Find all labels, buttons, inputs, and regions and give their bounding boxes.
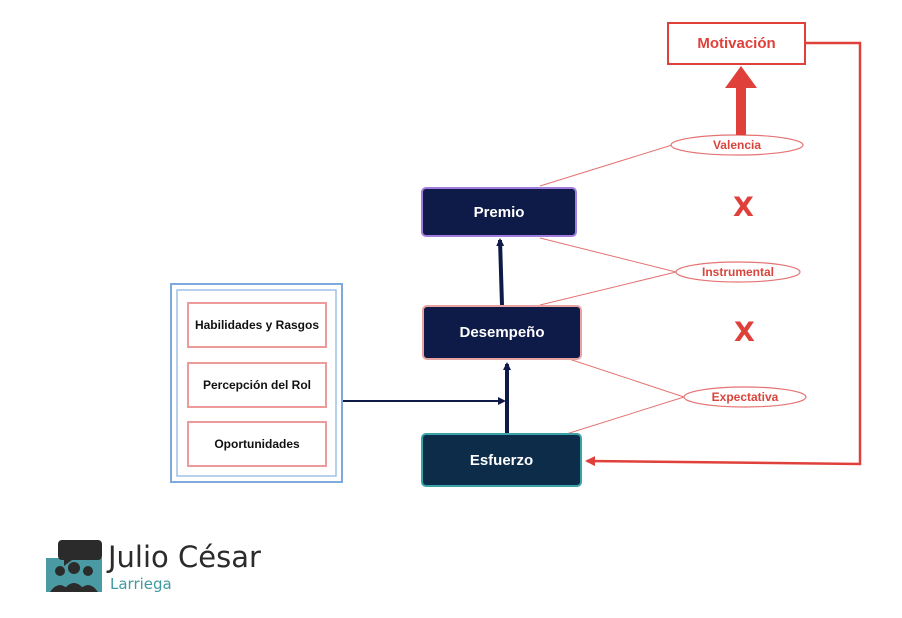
people-chat-icon bbox=[46, 540, 102, 592]
expectativa-label: Expectativa bbox=[711, 390, 779, 404]
expectativa-oval bbox=[683, 386, 807, 408]
expectativa-text: Expectativa bbox=[684, 388, 806, 406]
feedback-line bbox=[585, 41, 862, 467]
premio-label: Premio bbox=[473, 203, 525, 221]
valencia-label: Valencia bbox=[712, 138, 762, 152]
desempeno-to-premio-arrow bbox=[496, 238, 505, 306]
logo-surname: Larriega bbox=[110, 575, 172, 593]
factor-label: Habilidades y Rasgos bbox=[194, 318, 320, 332]
factor-habilidades: Habilidades y Rasgos bbox=[187, 302, 327, 348]
factor-oportunidades: Oportunidades bbox=[187, 421, 327, 467]
esfuerzo-box: Esfuerzo bbox=[421, 433, 582, 487]
factor-percepcion: Percepción del Rol bbox=[187, 362, 327, 408]
factors-panel-inner bbox=[176, 289, 337, 477]
multiply-sign-top: X bbox=[733, 192, 754, 223]
desempeno-label: Desempeño bbox=[459, 324, 545, 341]
instrumental-label: Instrumental bbox=[701, 265, 774, 279]
valencia-to-motivacion-arrow bbox=[725, 66, 757, 135]
factor-label: Percepción del Rol bbox=[202, 378, 312, 392]
logo-name: Julio César bbox=[108, 540, 261, 574]
oval-connectors bbox=[539, 144, 685, 437]
instrumental-oval bbox=[675, 261, 801, 283]
factor-label: Oportunidades bbox=[214, 437, 300, 451]
desempeno-box: Desempeño bbox=[422, 305, 582, 360]
motivacion-label: Motivación bbox=[697, 35, 776, 52]
valencia-text: Valencia bbox=[671, 136, 803, 154]
instrumental-text: Instrumental bbox=[676, 263, 800, 281]
multiply-sign-bottom: X bbox=[734, 317, 755, 348]
premio-box: Premio bbox=[421, 187, 577, 237]
motivacion-box: Motivación bbox=[667, 22, 806, 65]
esfuerzo-label: Esfuerzo bbox=[469, 451, 534, 469]
brand-logo: Julio César Larriega bbox=[44, 538, 284, 602]
